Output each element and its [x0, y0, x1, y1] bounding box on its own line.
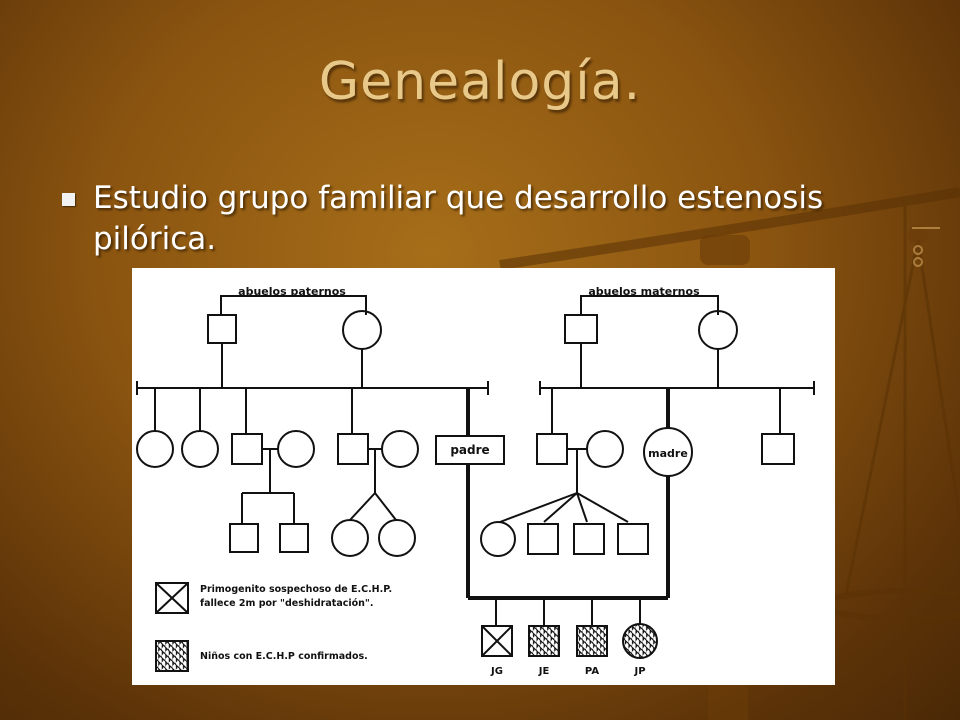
- paternal-cousin-2: [279, 523, 309, 553]
- paternal-grandfather: [207, 314, 237, 344]
- maternal-uncle: [536, 433, 568, 465]
- maternal-grandmother: [698, 310, 738, 350]
- maternal-grandfather: [564, 314, 598, 344]
- child-je-hatched-square: [528, 625, 560, 657]
- mother-label: madre: [648, 447, 688, 460]
- bullet-list: Estudio grupo familiar que desarrollo es…: [62, 178, 922, 260]
- paternal-grandparents-label: abuelos paternos: [238, 285, 346, 298]
- legend-line-3: Niños con E.C.H.P confirmados.: [200, 651, 368, 662]
- paternal-uncle-2-spouse: [381, 430, 419, 468]
- legend-line-2: fallece 2m por "deshidratación".: [200, 598, 373, 609]
- maternal-cousin-4: [617, 523, 649, 555]
- child-label-jg: JG: [490, 666, 503, 677]
- child-jg-crossed-square: [481, 625, 513, 657]
- paternal-aunt-1: [136, 430, 174, 468]
- bullet-text: Estudio grupo familiar que desarrollo es…: [93, 180, 824, 257]
- child-jp-hatched-circle: [622, 623, 658, 659]
- legend-crossed-square-icon: [155, 582, 189, 614]
- square-bullet-icon: [62, 193, 75, 206]
- pedigree-diagram: abuelos paternos abuelos maternos padre …: [132, 268, 835, 685]
- maternal-grandparents-label: abuelos maternos: [588, 285, 700, 298]
- maternal-relative: [761, 433, 795, 465]
- maternal-cousin-3: [573, 523, 605, 555]
- child-pa-hatched-square: [576, 625, 608, 657]
- paternal-grandmother: [342, 310, 382, 350]
- paternal-uncle-1-spouse: [277, 430, 315, 468]
- paternal-cousin-3: [331, 519, 369, 557]
- maternal-grandparents-connector: [580, 295, 719, 315]
- legend-hatched-square-icon: [155, 640, 189, 672]
- father-label: padre: [450, 443, 489, 457]
- paternal-grandparents-connector: [220, 295, 367, 315]
- paternal-uncle-1: [231, 433, 263, 465]
- paternal-cousin-1: [229, 523, 259, 553]
- child-label-je: JE: [538, 666, 550, 677]
- legend-line-1: Primogenito sospechoso de E.C.H.P.: [200, 584, 392, 595]
- child-label-pa: PA: [585, 666, 599, 677]
- maternal-cousin-2: [527, 523, 559, 555]
- slide-title: Genealogía.: [318, 52, 642, 112]
- maternal-cousin-1: [480, 521, 516, 557]
- maternal-uncle-spouse: [586, 430, 624, 468]
- paternal-aunt-2: [181, 430, 219, 468]
- child-label-jp: JP: [633, 666, 645, 677]
- pedigree-svg: abuelos paternos abuelos maternos padre …: [136, 285, 815, 677]
- bullet-item: Estudio grupo familiar que desarrollo es…: [62, 178, 922, 260]
- paternal-uncle-2: [337, 433, 369, 465]
- paternal-cousin-4: [378, 519, 416, 557]
